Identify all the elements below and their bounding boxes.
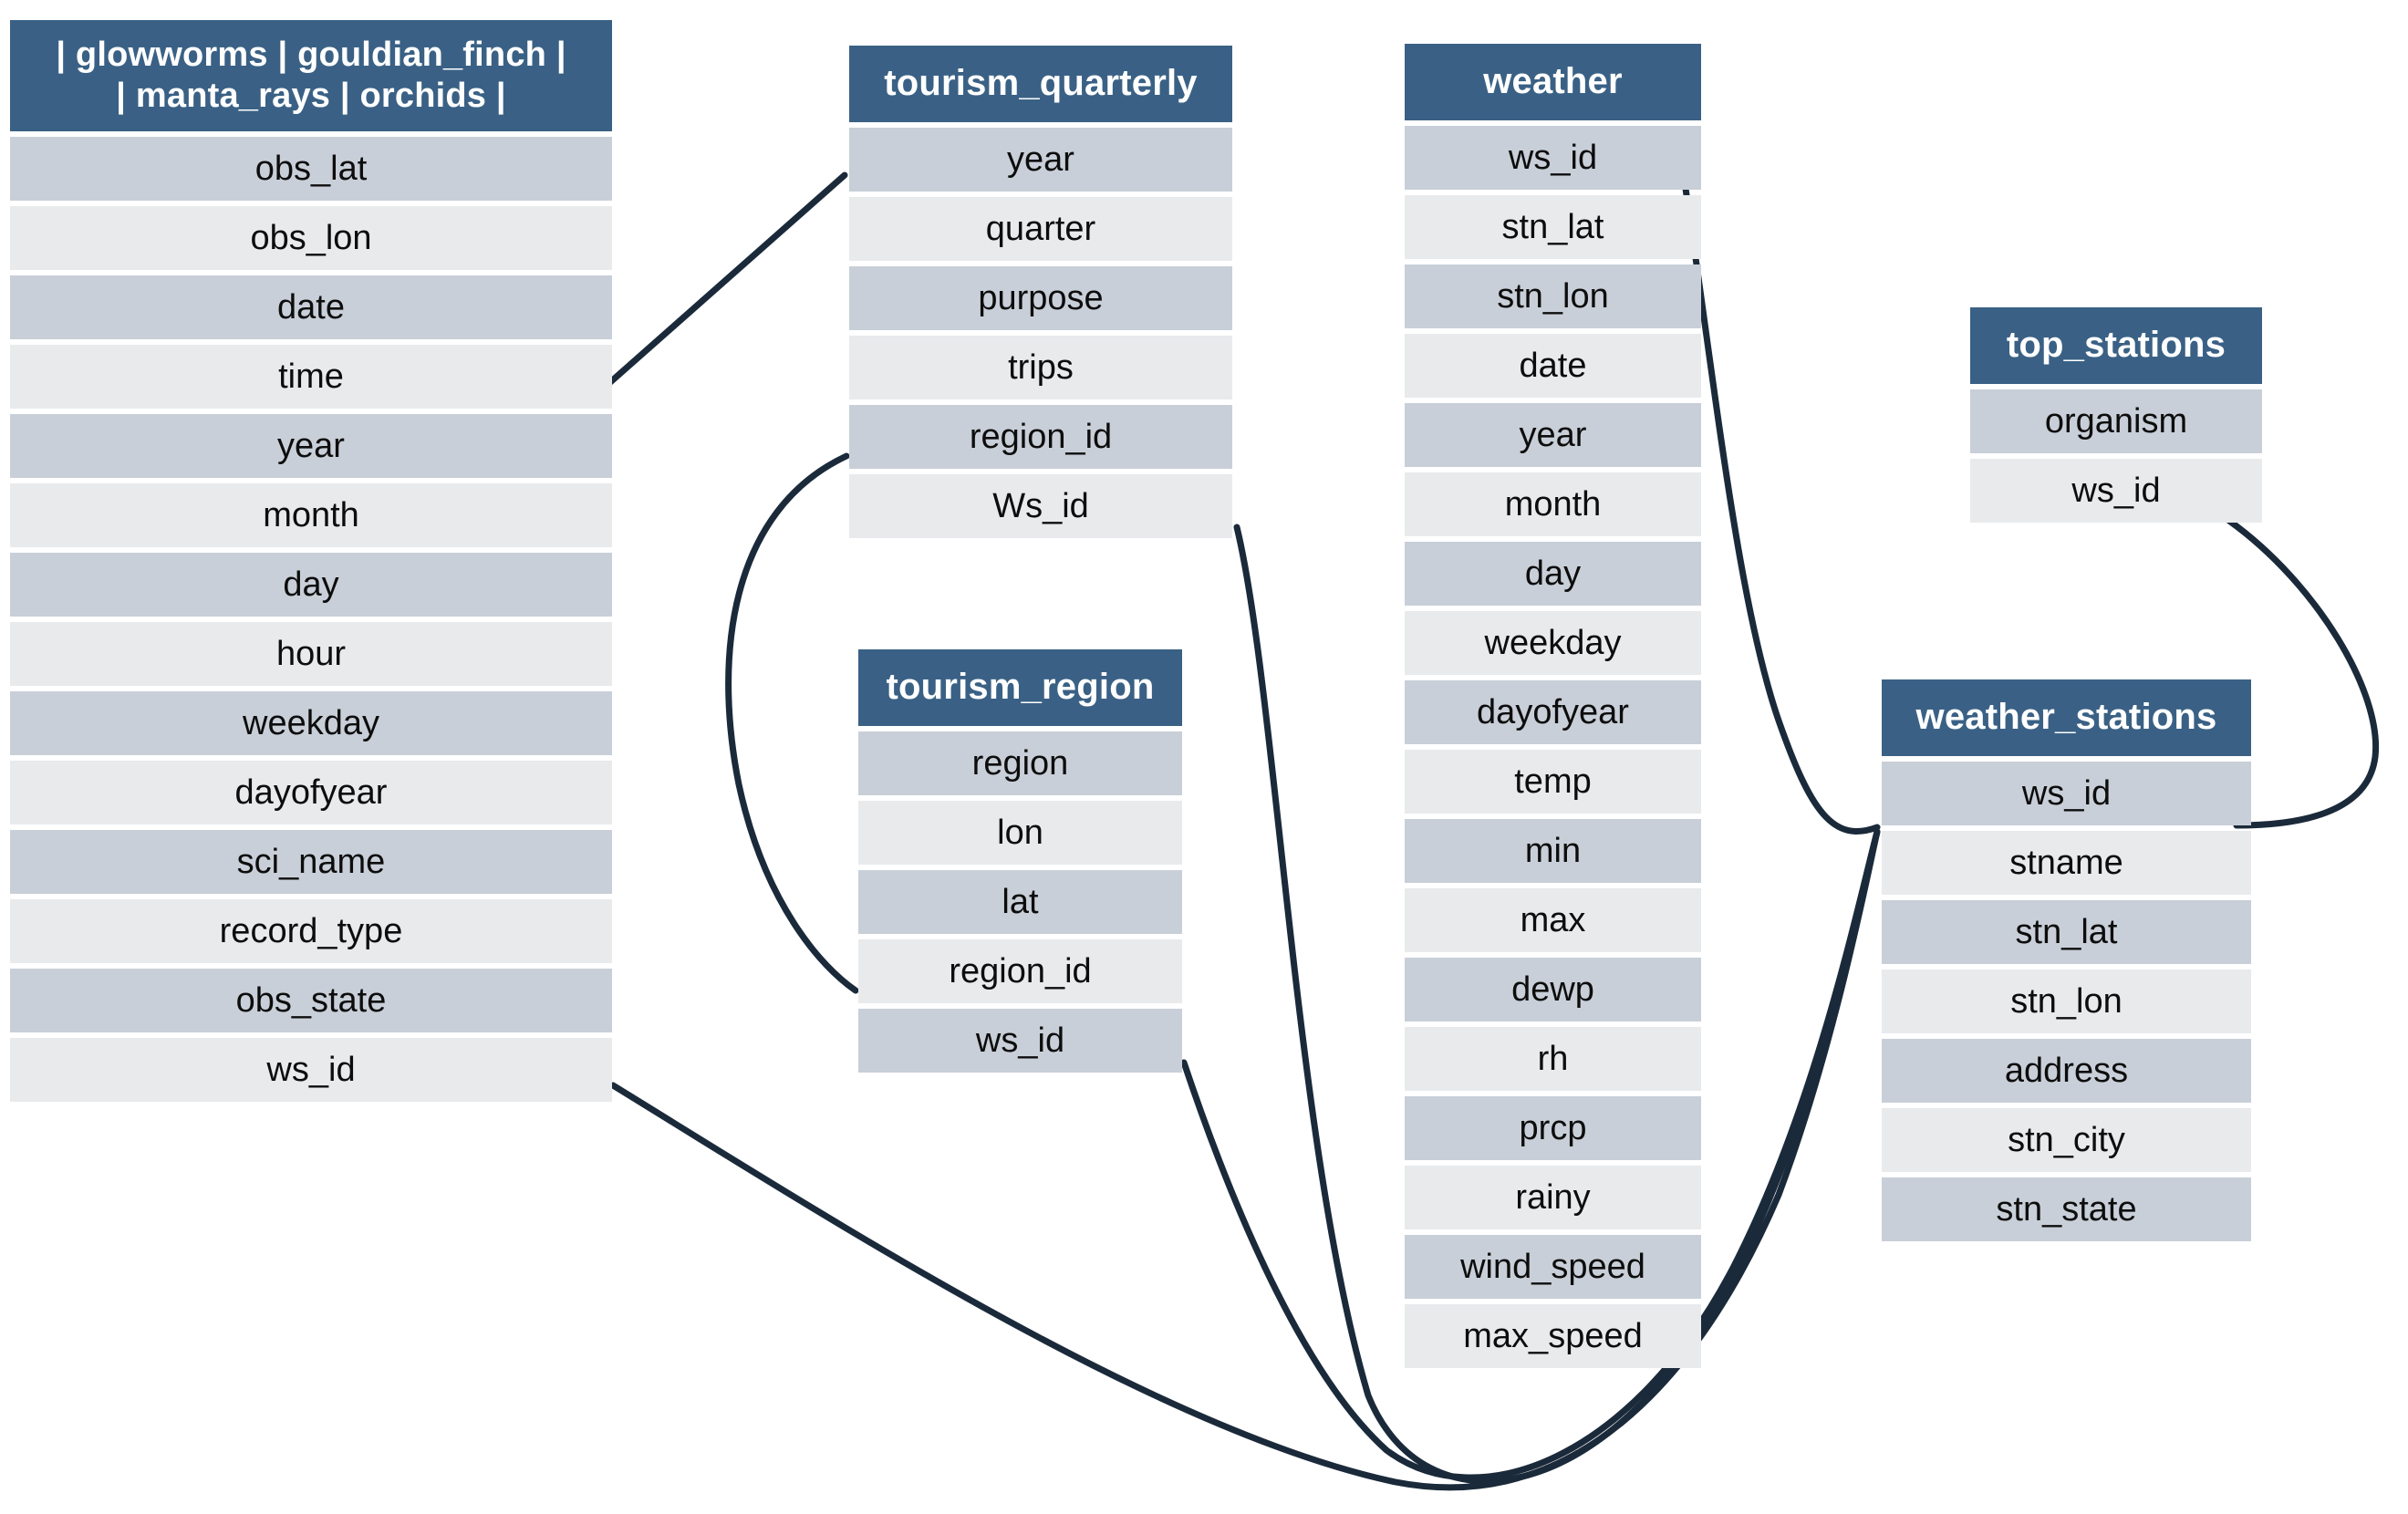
entity-title-tourism_region: tourism_region	[858, 649, 1182, 726]
entity-title-tourism_quarterly: tourism_quarterly	[849, 46, 1232, 122]
field-row[interactable]: dayofyear	[1405, 680, 1701, 744]
field-row[interactable]: month	[10, 483, 612, 547]
field-row[interactable]: stn_lat	[1882, 900, 2251, 964]
field-row[interactable]: hour	[10, 622, 612, 686]
field-row[interactable]: year	[849, 128, 1232, 192]
field-row[interactable]: month	[1405, 472, 1701, 536]
field-row[interactable]: ws_id	[1882, 762, 2251, 825]
field-row[interactable]: stn_lon	[1882, 970, 2251, 1033]
link-top-stations-ws-id-to-weather-stations-ws-id	[2226, 517, 2380, 829]
field-row[interactable]: weekday	[10, 691, 612, 755]
field-row[interactable]: day	[10, 553, 612, 617]
header-divider	[1405, 120, 1701, 126]
field-row[interactable]: stn_state	[1882, 1177, 2251, 1241]
field-row[interactable]: max_speed	[1405, 1304, 1701, 1368]
field-row[interactable]: dayofyear	[10, 761, 612, 824]
field-row[interactable]: min	[1405, 819, 1701, 883]
entity-title-organisms: | glowworms | gouldian_finch || manta_ra…	[10, 20, 612, 131]
field-row[interactable]: stname	[1882, 831, 2251, 895]
field-row[interactable]: ws_id	[1405, 126, 1701, 190]
field-row[interactable]: region	[858, 731, 1182, 795]
field-row[interactable]: obs_lat	[10, 137, 612, 201]
header-divider	[1970, 384, 2262, 389]
field-row[interactable]: stn_lon	[1405, 264, 1701, 328]
field-row[interactable]: purpose	[849, 266, 1232, 330]
header-divider	[10, 131, 612, 137]
entity-organisms[interactable]: | glowworms | gouldian_finch || manta_ra…	[10, 20, 612, 1107]
field-row[interactable]: max	[1405, 888, 1701, 952]
link-tourism-quarterly-region-id-to-tourism-region-region-id	[725, 452, 859, 994]
field-row[interactable]: region_id	[849, 405, 1232, 469]
field-row[interactable]: dewp	[1405, 958, 1701, 1021]
link-organisms-time-to-tourism-quarterly-year	[606, 171, 848, 387]
field-row[interactable]: time	[10, 345, 612, 409]
field-row[interactable]: temp	[1405, 750, 1701, 814]
field-row[interactable]: ws_id	[1970, 459, 2262, 523]
field-row[interactable]: wind_speed	[1405, 1235, 1701, 1299]
entity-title-top_stations: top_stations	[1970, 307, 2262, 384]
field-row[interactable]: region_id	[858, 939, 1182, 1003]
entity-title-weather_stations: weather_stations	[1882, 679, 2251, 756]
field-row[interactable]: stn_city	[1882, 1108, 2251, 1172]
field-row[interactable]: obs_lon	[10, 206, 612, 270]
field-row[interactable]: Ws_id	[849, 474, 1232, 538]
header-divider	[858, 726, 1182, 731]
header-divider	[849, 122, 1232, 128]
field-row[interactable]: record_type	[10, 899, 612, 963]
field-row[interactable]: organism	[1970, 389, 2262, 453]
field-row[interactable]: prcp	[1405, 1096, 1701, 1160]
field-row[interactable]: ws_id	[10, 1038, 612, 1102]
field-row[interactable]: trips	[849, 336, 1232, 399]
field-row[interactable]: date	[1405, 334, 1701, 398]
field-row[interactable]: date	[10, 275, 612, 339]
field-row[interactable]: lon	[858, 801, 1182, 865]
field-row[interactable]: quarter	[849, 197, 1232, 261]
field-row[interactable]: stn_lat	[1405, 195, 1701, 259]
field-row[interactable]: year	[10, 414, 612, 478]
field-row[interactable]: day	[1405, 542, 1701, 606]
header-divider	[1882, 756, 2251, 762]
field-row[interactable]: lat	[858, 870, 1182, 934]
field-row[interactable]: year	[1405, 403, 1701, 467]
field-row[interactable]: sci_name	[10, 830, 612, 894]
link-weather-ws-id-to-weather-stations-ws-id	[1682, 185, 1881, 835]
field-row[interactable]: obs_state	[10, 969, 612, 1032]
field-row[interactable]: weekday	[1405, 611, 1701, 675]
field-row[interactable]: rainy	[1405, 1166, 1701, 1229]
field-row[interactable]: ws_id	[858, 1009, 1182, 1073]
field-row[interactable]: address	[1882, 1039, 2251, 1103]
field-row[interactable]: rh	[1405, 1027, 1701, 1091]
entity-title-weather: weather	[1405, 44, 1701, 120]
